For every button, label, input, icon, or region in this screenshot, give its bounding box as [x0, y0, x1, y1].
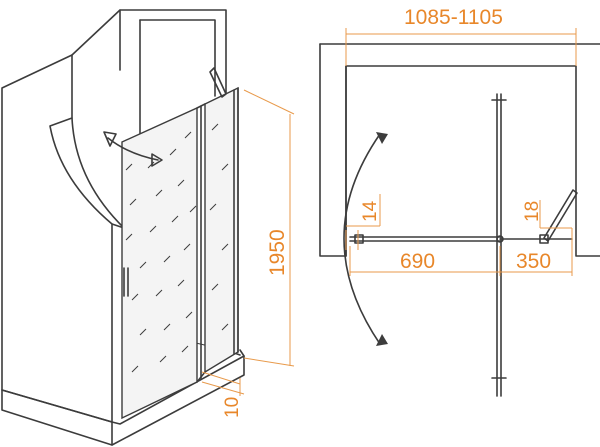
bottom-gap-label: 10: [222, 397, 243, 418]
total-width-label: 1085-1105: [404, 6, 503, 29]
perspective-view: 1950 10: [1, 9, 295, 446]
fixed-glass-panel: [204, 86, 239, 374]
swing-arrow: [107, 137, 159, 161]
door-width-dimension: 690 350: [349, 246, 573, 276]
height-dimension: 1950: [243, 89, 295, 367]
height-label: 1950: [266, 229, 289, 276]
right-gap-label: 18: [522, 201, 543, 222]
plan-swing-arc: [343, 133, 381, 345]
left-wall: [1, 54, 113, 423]
back-wall: [71, 9, 227, 97]
plan-stabilizer: [543, 189, 578, 242]
stabilizer-bar: [209, 67, 227, 98]
hinged-door-glass: [121, 106, 198, 420]
total-width-dimension: 1085-1105: [345, 6, 577, 66]
left-gap-label: 14: [360, 200, 381, 222]
shower-tray: [1, 349, 245, 425]
fixed-panel-width-label: 350: [516, 250, 551, 273]
left-gap-dimension: 14: [345, 194, 381, 250]
plan-view: 1085-1105 14: [319, 6, 600, 397]
door-width-label: 690: [400, 250, 435, 273]
bottom-gap-dimension: 10: [201, 371, 245, 418]
glass-pattern: [125, 123, 229, 373]
